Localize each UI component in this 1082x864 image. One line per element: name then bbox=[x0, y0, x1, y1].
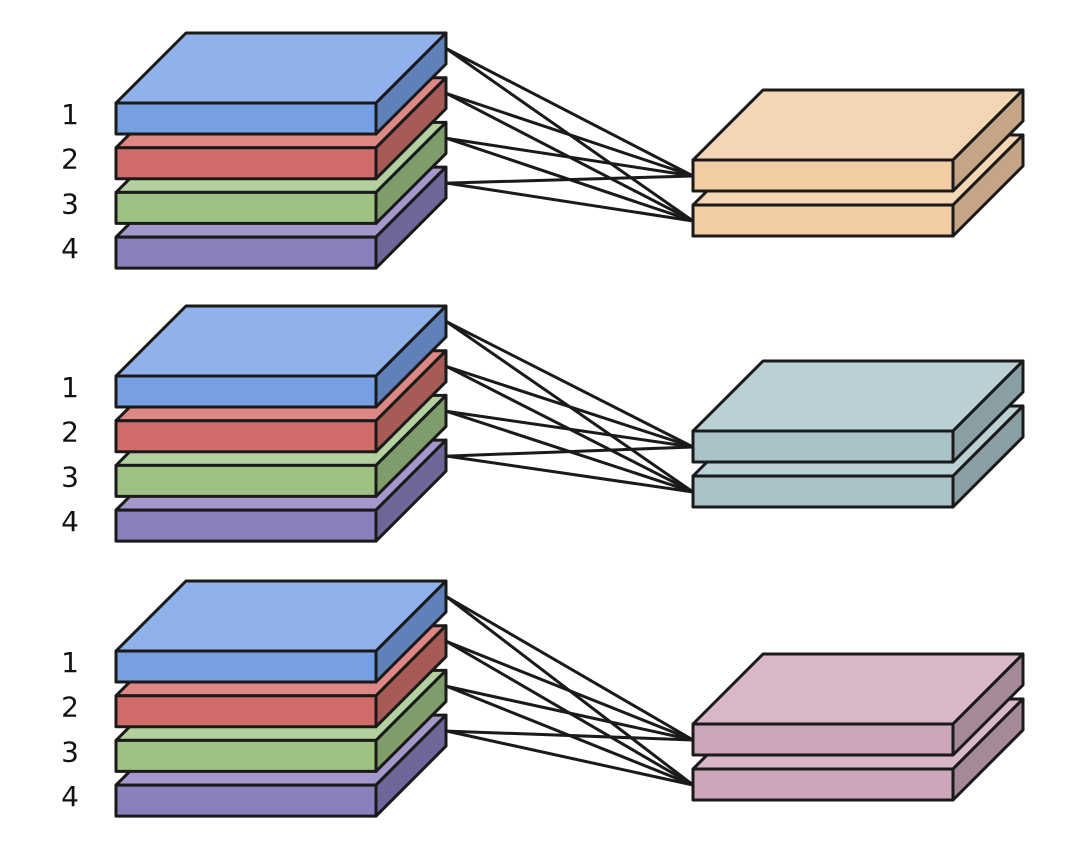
connection-line-in1-out1 bbox=[445, 47, 695, 178]
output-stack bbox=[691, 88, 1025, 238]
slab-front-face bbox=[114, 101, 378, 136]
connection-line-in2-out1 bbox=[445, 92, 695, 178]
slab-front-face bbox=[114, 694, 378, 729]
input-stack bbox=[114, 31, 448, 270]
slab-front-face bbox=[114, 146, 378, 181]
slab-front-face bbox=[114, 419, 378, 454]
connection-line-in1-out1 bbox=[445, 320, 695, 449]
input-label-1: 1 bbox=[61, 98, 79, 131]
input-label-3: 3 bbox=[61, 187, 79, 220]
connection-line-in3-out1 bbox=[445, 409, 695, 449]
connection-line-in4-out2 bbox=[445, 454, 695, 494]
connection-line-in1-out1 bbox=[445, 595, 695, 742]
connection-lines bbox=[445, 595, 695, 787]
slab-front-face bbox=[691, 767, 955, 802]
layer-group-3: 1 2 3 4 bbox=[61, 579, 1025, 818]
output-slab-1 bbox=[691, 88, 1025, 193]
input-label-3: 3 bbox=[61, 460, 79, 493]
slab-front-face bbox=[691, 474, 955, 509]
connection-line-in2-out1 bbox=[445, 640, 695, 742]
slab-front-face bbox=[114, 738, 378, 773]
connection-line-in4-out1 bbox=[445, 174, 695, 185]
slab-front-face bbox=[691, 203, 955, 238]
output-slab-1 bbox=[691, 359, 1025, 464]
input-label-4: 4 bbox=[61, 780, 79, 813]
slab-front-face bbox=[114, 783, 378, 818]
connection-lines bbox=[445, 47, 695, 223]
slab-front-face bbox=[114, 190, 378, 225]
slab-front-face bbox=[114, 508, 378, 543]
slab-front-face bbox=[691, 158, 955, 193]
input-slab-1 bbox=[114, 31, 448, 136]
input-stack bbox=[114, 579, 448, 818]
slab-front-face bbox=[691, 429, 955, 464]
slab-front-face bbox=[114, 374, 378, 409]
slab-front-face bbox=[114, 649, 378, 684]
connection-lines bbox=[445, 320, 695, 494]
input-label-4: 4 bbox=[61, 505, 79, 538]
output-slab-1 bbox=[691, 652, 1025, 757]
input-label-4: 4 bbox=[61, 232, 79, 265]
layer-group-2: 1 2 3 4 bbox=[61, 304, 1025, 543]
slab-front-face bbox=[114, 463, 378, 498]
connection-line-in4-out1 bbox=[445, 445, 695, 458]
output-stack bbox=[691, 652, 1025, 802]
input-label-1: 1 bbox=[61, 371, 79, 404]
connection-line-in4-out2 bbox=[445, 729, 695, 787]
connection-line-in3-out1 bbox=[445, 136, 695, 178]
input-label-2: 2 bbox=[61, 416, 79, 449]
connection-line-in2-out1 bbox=[445, 365, 695, 449]
slab-front-face bbox=[691, 722, 955, 757]
input-label-2: 2 bbox=[61, 691, 79, 724]
output-stack bbox=[691, 359, 1025, 509]
input-labels: 1 2 3 4 bbox=[61, 98, 79, 265]
connection-line-in4-out1 bbox=[445, 729, 695, 742]
layer-group-1: 1 2 3 4 bbox=[61, 31, 1025, 270]
input-labels: 1 2 3 4 bbox=[61, 646, 79, 813]
input-label-2: 2 bbox=[61, 143, 79, 176]
input-label-1: 1 bbox=[61, 646, 79, 679]
input-slab-1 bbox=[114, 579, 448, 684]
input-label-3: 3 bbox=[61, 735, 79, 768]
input-slab-1 bbox=[114, 304, 448, 409]
connection-line-in4-out2 bbox=[445, 181, 695, 223]
input-labels: 1 2 3 4 bbox=[61, 371, 79, 538]
groups-layer: 1 2 3 4 1 2 3 4 1 2 3 4 bbox=[61, 31, 1025, 818]
slab-front-face bbox=[114, 235, 378, 270]
connection-line-in3-out1 bbox=[445, 684, 695, 742]
input-stack bbox=[114, 304, 448, 543]
